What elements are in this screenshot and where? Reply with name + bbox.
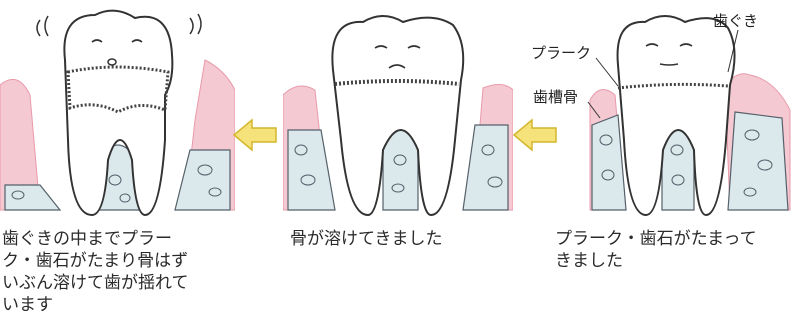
caption-advanced: 歯ぐきの中までプラー ク・歯石がたまり骨はず いぶん溶けて歯が揺れて います bbox=[2, 229, 189, 315]
tooth-early-illustration bbox=[587, 15, 791, 217]
worried-eyes bbox=[374, 45, 421, 49]
caption-moderate: 骨が溶けてきました bbox=[290, 229, 443, 249]
smile-eyes bbox=[645, 43, 693, 47]
plaque-label: プラーク bbox=[531, 44, 592, 62]
bone-leader bbox=[587, 101, 601, 119]
shake-marks bbox=[36, 13, 202, 37]
caption-early: プラーク・歯石がたまって きました bbox=[555, 229, 757, 271]
gum-label: 歯ぐき bbox=[713, 12, 759, 30]
plaque-leader bbox=[595, 57, 619, 87]
tooth bbox=[63, 9, 174, 217]
tooth-advanced-illustration bbox=[0, 9, 235, 217]
alveolar-bone bbox=[4, 144, 231, 211]
tooth-moderate-illustration bbox=[283, 15, 513, 217]
alveolar-bone-label: 歯槽骨 bbox=[533, 88, 579, 106]
progression-arrow-left bbox=[512, 118, 557, 152]
tartar-deposit bbox=[334, 79, 460, 86]
gum-leader bbox=[727, 29, 739, 73]
progression-arrow-left bbox=[232, 118, 277, 152]
tooth bbox=[331, 15, 465, 217]
worried-mouth bbox=[107, 58, 117, 66]
alveolar-bone bbox=[287, 121, 509, 211]
tartar-deposit bbox=[66, 65, 170, 114]
frown-mouth bbox=[388, 64, 406, 69]
tooth bbox=[616, 15, 736, 217]
worried-eyes bbox=[91, 39, 143, 43]
neutral-mouth bbox=[659, 63, 679, 66]
